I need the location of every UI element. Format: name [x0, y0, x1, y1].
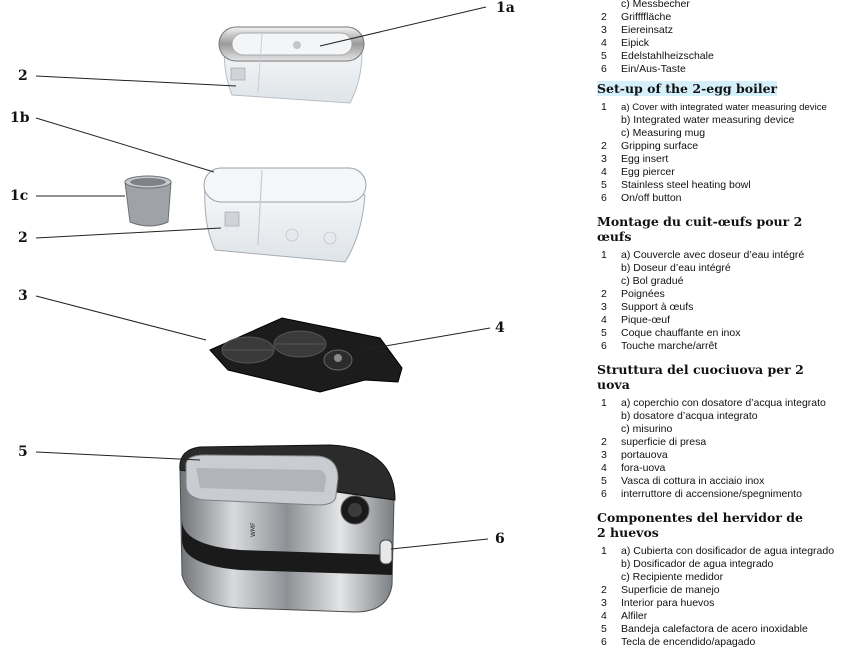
callout-3: 3 — [18, 288, 28, 304]
list-item: c) Recipiente medidor — [621, 571, 724, 583]
measuring-mug — [124, 175, 172, 227]
list-item: b) dosatore d’acqua integrato — [621, 410, 758, 422]
exploded-view-figure: WMF 1a 2 1b 1c 2 3 4 5 6 — [10, 0, 515, 613]
list-item: b) Integrated water measuring device — [621, 114, 795, 126]
callout-4: 4 — [495, 320, 505, 336]
egg-insert — [209, 317, 403, 393]
callout-1c: 1c — [10, 188, 29, 204]
stainless-steel-heating-bowl — [185, 454, 339, 506]
italian-heading: Struttura del cuociuova per 2 uova — [597, 362, 804, 392]
water-measuring-device — [203, 167, 367, 263]
english-heading: Set-up of the 2-egg boiler — [597, 81, 778, 96]
callout-5: 5 — [18, 444, 28, 460]
heating-base: WMF — [179, 444, 396, 613]
on-off-button — [379, 539, 393, 565]
egg-piercer — [323, 349, 353, 371]
callout-2-top: 2 — [18, 68, 28, 84]
list-item: c) Messbecher — [621, 0, 690, 10]
list-item: c) Measuring mug — [621, 127, 706, 139]
callout-1b: 1b — [10, 110, 30, 126]
spanish-heading: Componentes del hervidor de 2 huevos — [597, 510, 803, 540]
callout-6: 6 — [495, 531, 505, 547]
list-item: b) Dosificador de agua integrado — [621, 558, 774, 570]
brand-logo: WMF — [250, 522, 257, 537]
list-item: c) misurino — [621, 423, 673, 435]
leader-lines — [35, 6, 491, 550]
callout-2-middle: 2 — [18, 230, 28, 246]
cover-with-measuring-device — [218, 26, 365, 104]
list-item: c) Bol gradué — [621, 275, 684, 287]
list-item: b) Doseur d’eau intégré — [621, 262, 731, 274]
exploded-view-illustration: WMF — [35, 6, 491, 613]
french-heading: Montage du cuit-œufs pour 2 œufs — [597, 214, 803, 244]
callout-1a: 1a — [496, 0, 515, 16]
